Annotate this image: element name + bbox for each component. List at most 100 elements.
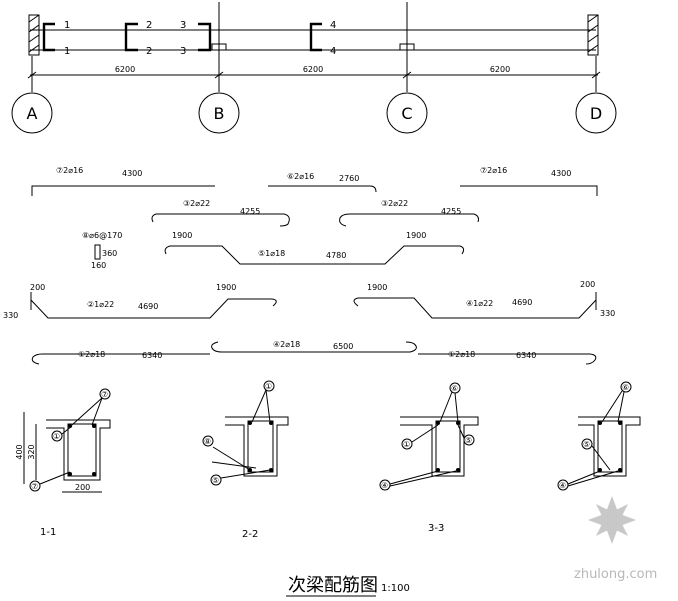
rebar-1-right-length: 6340 xyxy=(516,351,536,360)
rebar-3-right-length: 4255 xyxy=(441,207,461,216)
watermark: zhulong.com xyxy=(574,496,657,582)
cut-mark-3 xyxy=(198,22,212,52)
span-cd: 6200 xyxy=(490,65,510,74)
cut-mark-1 xyxy=(42,22,55,52)
rebar-7-right-length: 4300 xyxy=(551,169,571,178)
rebar-5-bend-left: 1900 xyxy=(172,231,192,240)
plan-view: 1 1 2 2 3 3 4 4 6200 6200 6200 A B C D xyxy=(11,2,617,134)
axis-bubble-d xyxy=(575,92,617,134)
rebar-3-left xyxy=(151,213,290,227)
span-ab: 6200 xyxy=(115,65,135,74)
rebar-2-left-length: 4690 xyxy=(138,302,158,311)
section-label-1: 1-1 xyxy=(40,527,56,538)
rebar-7-left xyxy=(31,185,215,196)
section-1-dim-inner: 320 xyxy=(27,444,36,459)
callout-2a-text: ① xyxy=(265,382,272,391)
rebar-3-right-label: ③2⌀22 xyxy=(381,199,408,208)
section-3-stirrup xyxy=(435,420,461,473)
stirrup-dim-h: 360 xyxy=(102,249,117,258)
rebar-2-left-hook: 200 xyxy=(30,283,45,292)
callout-3d-text: ④ xyxy=(381,481,388,490)
rebar-6-length: 2760 xyxy=(339,174,359,183)
section-label-2: 2-2 xyxy=(242,529,258,540)
rebar-1-right xyxy=(418,353,597,365)
rebar-4-mid-length: 6500 xyxy=(333,342,353,351)
callout-4c xyxy=(557,479,569,491)
cut-2-bottom: 2 xyxy=(146,46,152,57)
rebar-1-left-length: 6340 xyxy=(142,351,162,360)
section-2-2: ① ⑧ ⑤ 2-2 xyxy=(202,380,289,540)
callout-1c xyxy=(29,480,41,492)
cut-2-top: 2 xyxy=(146,20,152,31)
rebar-4-right-label: ④1⌀22 xyxy=(466,299,493,308)
rebar-4-right-bend: 1900 xyxy=(367,283,387,292)
callout-1b-text: ① xyxy=(53,432,60,441)
callout-2b-text: ⑧ xyxy=(204,437,211,446)
rebar-7-right xyxy=(460,185,598,196)
rebar-7-left-label: ⑦2⌀16 xyxy=(56,166,83,175)
section-1-1: 400 320 200 ⑦ ① ⑦ 1-1 xyxy=(15,388,111,538)
rebar-2-left xyxy=(30,292,277,319)
callout-2a xyxy=(263,380,275,392)
callout-3a-text: ⑥ xyxy=(451,384,458,393)
rebar-2-left-label: ②1⌀22 xyxy=(87,300,114,309)
callout-3b xyxy=(401,438,413,450)
cut-mark-4 xyxy=(309,22,322,52)
callout-3d xyxy=(379,479,391,491)
section-1-dim-h: 400 xyxy=(15,444,24,459)
axis-label-a: A xyxy=(27,104,38,123)
drawing-scale: 1:100 xyxy=(381,583,410,594)
rebar-6 xyxy=(268,185,377,193)
cut-mark-2 xyxy=(124,22,138,52)
watermark-text: zhulong.com xyxy=(574,567,657,582)
callout-2c xyxy=(210,474,222,486)
callout-4a xyxy=(620,381,632,393)
callout-4b-text: ⑤ xyxy=(583,440,590,449)
rebar-5-label: ⑤1⌀18 xyxy=(258,249,285,258)
section-1-stirrup xyxy=(67,423,97,477)
rebar-5-bend-right: 1900 xyxy=(406,231,426,240)
rebar-5-length: 4780 xyxy=(326,251,346,260)
rebar-7-right-label: ⑦2⌀16 xyxy=(480,166,507,175)
callout-3c xyxy=(463,434,475,446)
axis-label-b: B xyxy=(214,104,225,123)
section-4-4: ⑥ ⑤ ④ xyxy=(557,381,641,491)
rebar-7-left-length: 4300 xyxy=(122,169,142,178)
stirrup-label: ⑧⌀6@170 xyxy=(82,231,122,240)
callout-4c-text: ④ xyxy=(559,481,566,490)
section-1-outline xyxy=(46,419,111,481)
callout-1c-text: ⑦ xyxy=(31,482,38,491)
axis-bubble-b xyxy=(198,92,240,134)
cut-1-top: 1 xyxy=(64,20,70,31)
rebar-3-right xyxy=(339,213,479,227)
rebar-4-mid xyxy=(211,341,417,353)
callout-4a-text: ⑥ xyxy=(622,383,629,392)
rebar-4-right xyxy=(353,292,597,319)
rebar-schedule: ⑦2⌀16 4300 ⑥2⌀16 2760 ⑦2⌀16 4300 ③2⌀22 4… xyxy=(3,166,615,365)
cut-3-bottom: 3 xyxy=(180,46,186,57)
cut-4-bottom: 4 xyxy=(330,46,336,57)
watermark-logo-icon xyxy=(588,496,636,544)
callout-3c-text: ⑤ xyxy=(465,436,472,445)
drawing-title: 次梁配筋图 xyxy=(288,575,378,596)
callout-1b xyxy=(51,430,63,442)
axis-bubble-c xyxy=(386,92,428,134)
axis-label-c: C xyxy=(401,104,412,123)
callout-2b xyxy=(202,435,214,447)
rebar-4-right-hook: 200 xyxy=(580,280,595,289)
section-4-stirrup xyxy=(597,420,623,473)
section-2-stirrup xyxy=(247,420,274,473)
cut-3-top: 3 xyxy=(180,20,186,31)
callout-3b-text: ① xyxy=(403,440,410,449)
rebar-2-left-side: 330 xyxy=(3,311,18,320)
axis-label-d: D xyxy=(590,104,602,123)
rebar-3-left-length: 4255 xyxy=(240,207,260,216)
rebar-5 xyxy=(164,245,465,265)
section-4-outline xyxy=(578,416,641,477)
section-3-3: ⑥ ① ⑤ ④ 3-3 xyxy=(379,382,479,534)
stirrup-dim-w: 160 xyxy=(91,261,106,270)
rebar-1-left xyxy=(31,353,210,365)
rebar-4-right-side: 330 xyxy=(600,309,615,318)
span-bc: 6200 xyxy=(303,65,323,74)
